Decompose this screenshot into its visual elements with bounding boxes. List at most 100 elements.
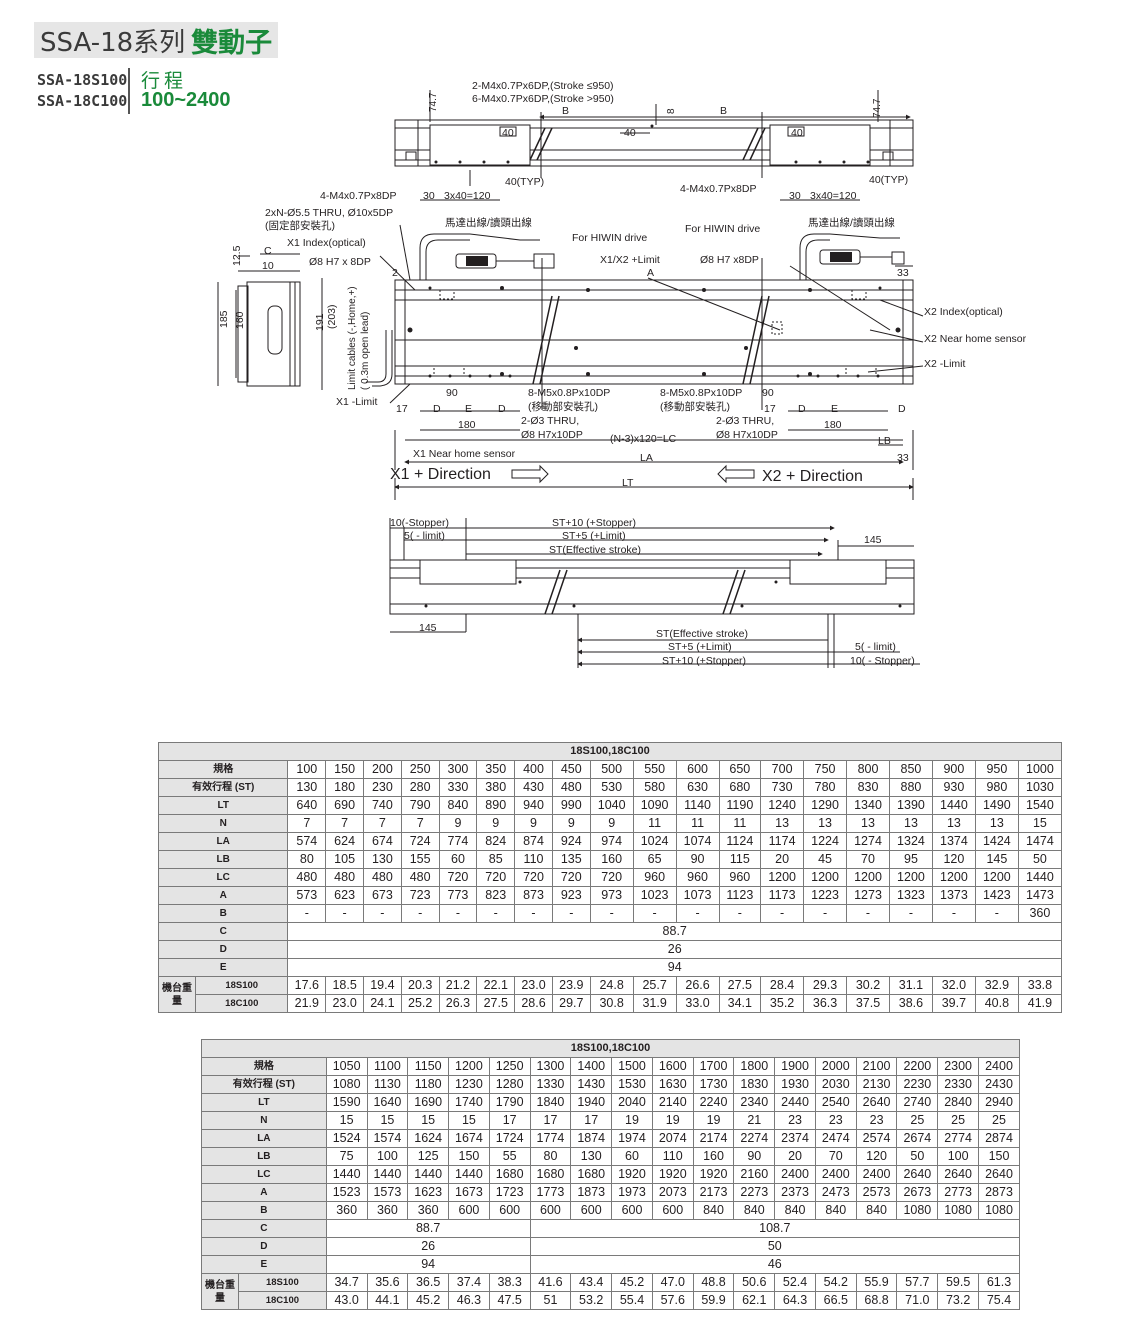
row-label: LA <box>157 832 289 851</box>
table-cell: 960 <box>632 868 677 887</box>
table-cell: 960 <box>675 868 720 887</box>
table-cell: 26.3 <box>438 994 478 1013</box>
table-cell: 1024 <box>632 832 677 851</box>
row-label: LT <box>201 1093 327 1112</box>
table-cell: 360 <box>325 1201 368 1220</box>
table-cell: 940 <box>514 796 553 815</box>
model-name-s: SSA-18S100 <box>37 71 128 89</box>
table-cell: - <box>589 904 634 923</box>
table-cell: 2574 <box>855 1129 898 1148</box>
note-pin-h7-left: Ø8 H7x10DP <box>521 429 583 441</box>
dim-33-top: 33 <box>897 267 909 279</box>
table-cell: 13 <box>974 814 1019 833</box>
dim-17-right: 17 <box>764 403 776 415</box>
table-cell: 924 <box>551 832 591 851</box>
table-cell: 1390 <box>888 796 933 815</box>
table-cell: 1730 <box>692 1075 735 1094</box>
table-cell: 27.5 <box>476 994 516 1013</box>
table-cell: 100 <box>287 760 327 779</box>
table-cell: 1090 <box>632 796 677 815</box>
table-cell: 37.5 <box>846 994 890 1013</box>
table-title: 18S100,18C100 <box>201 1039 1020 1058</box>
dim-40-center: 40 <box>624 127 636 139</box>
note-moving-left: (移動部安裝孔) <box>528 400 598 413</box>
table-cell: - <box>325 904 364 923</box>
note-motor-cable-right: 馬達出線/讀頭出線 <box>808 216 895 229</box>
table-cell: 1900 <box>774 1057 816 1076</box>
table-cell: 23.9 <box>551 976 591 995</box>
dim-90-left: 90 <box>446 387 458 399</box>
table-cell: 1200 <box>803 868 848 887</box>
table-cell: 1490 <box>974 796 1019 815</box>
table-cell: 19.4 <box>363 976 402 995</box>
table-cell: 35.6 <box>366 1273 409 1292</box>
table-cell: 1724 <box>488 1129 531 1148</box>
table-cell: 2174 <box>692 1129 735 1148</box>
table-cell: 1080 <box>937 1201 979 1220</box>
table-cell: 2573 <box>855 1183 898 1202</box>
table-cell: 1080 <box>896 1201 939 1220</box>
table-cell: 1474 <box>1017 832 1063 851</box>
table-cell: 19 <box>651 1111 694 1130</box>
row-label: 規格 <box>157 760 289 779</box>
table-cell: 2440 <box>774 1093 816 1112</box>
dim-30-left: 30 <box>423 190 435 202</box>
table-cell: 1790 <box>488 1093 531 1112</box>
table-cell: 1074 <box>675 832 720 851</box>
table-cell: 2540 <box>814 1093 857 1112</box>
model-name-c: SSA-18C100 <box>37 92 128 110</box>
front-view <box>366 224 924 500</box>
table-cell: 80 <box>287 850 327 869</box>
table-cell: 9 <box>551 814 591 833</box>
note-limit-plus: X1/X2 +Limit <box>600 254 660 266</box>
table-cell: 480 <box>287 868 327 887</box>
table-cell: 25.7 <box>632 976 677 995</box>
dim-74-7-left: 74.7 <box>428 92 439 112</box>
table-cell: 600 <box>675 760 720 779</box>
table-cell: 2330 <box>937 1075 979 1094</box>
table-cell: 25 <box>896 1111 939 1130</box>
table-cell: 11 <box>718 814 762 833</box>
table-cell: 65 <box>632 850 677 869</box>
table-cell: 62.1 <box>733 1291 776 1310</box>
note-hiwin-right: For HIWIN drive <box>685 223 760 235</box>
dim-180-left: 180 <box>458 419 476 431</box>
table-cell: 23.0 <box>325 994 364 1013</box>
dim-12-5: 12.5 <box>231 245 243 266</box>
table-cell: 90 <box>675 850 720 869</box>
dim-3x40-left: 3x40=120 <box>444 190 491 202</box>
table-cell: 230 <box>363 778 402 797</box>
table-cell: 59.9 <box>692 1291 735 1310</box>
table-cell: 723 <box>400 886 440 905</box>
table-cell: 17 <box>488 1111 531 1130</box>
table-cell: 1274 <box>846 832 890 851</box>
table-cell: 1920 <box>651 1165 694 1184</box>
table-cell: 70 <box>846 850 890 869</box>
table-cell: 830 <box>846 778 890 797</box>
table-cell: 1150 <box>407 1057 450 1076</box>
row-label: D <box>157 940 289 959</box>
table-cell: 1190 <box>718 796 762 815</box>
limit-minus-left: 5( - limit) <box>404 530 445 542</box>
table-cell: 2230 <box>896 1075 939 1094</box>
note-m5-left: 8-M5x0.8Px10DP <box>528 387 610 399</box>
table-cell: 55.9 <box>855 1273 898 1292</box>
table-cell: 29.7 <box>551 994 591 1013</box>
table-cell: 720 <box>476 868 516 887</box>
table-cell: 2274 <box>733 1129 776 1148</box>
row-label: LA <box>201 1129 327 1148</box>
table-cell: 1723 <box>488 1183 531 1202</box>
table-cell: 31.1 <box>888 976 933 995</box>
dim-33-bottom: 33 <box>897 452 909 464</box>
table-cell: 280 <box>400 778 440 797</box>
stopper-minus-right: 10( - Stopper) <box>850 655 915 667</box>
stopper-plus-top: ST+10 (+Stopper) <box>552 517 636 529</box>
table-cell: 1600 <box>651 1057 694 1076</box>
table-cell: 40.8 <box>974 994 1019 1013</box>
dim-d-4: D <box>898 403 906 415</box>
